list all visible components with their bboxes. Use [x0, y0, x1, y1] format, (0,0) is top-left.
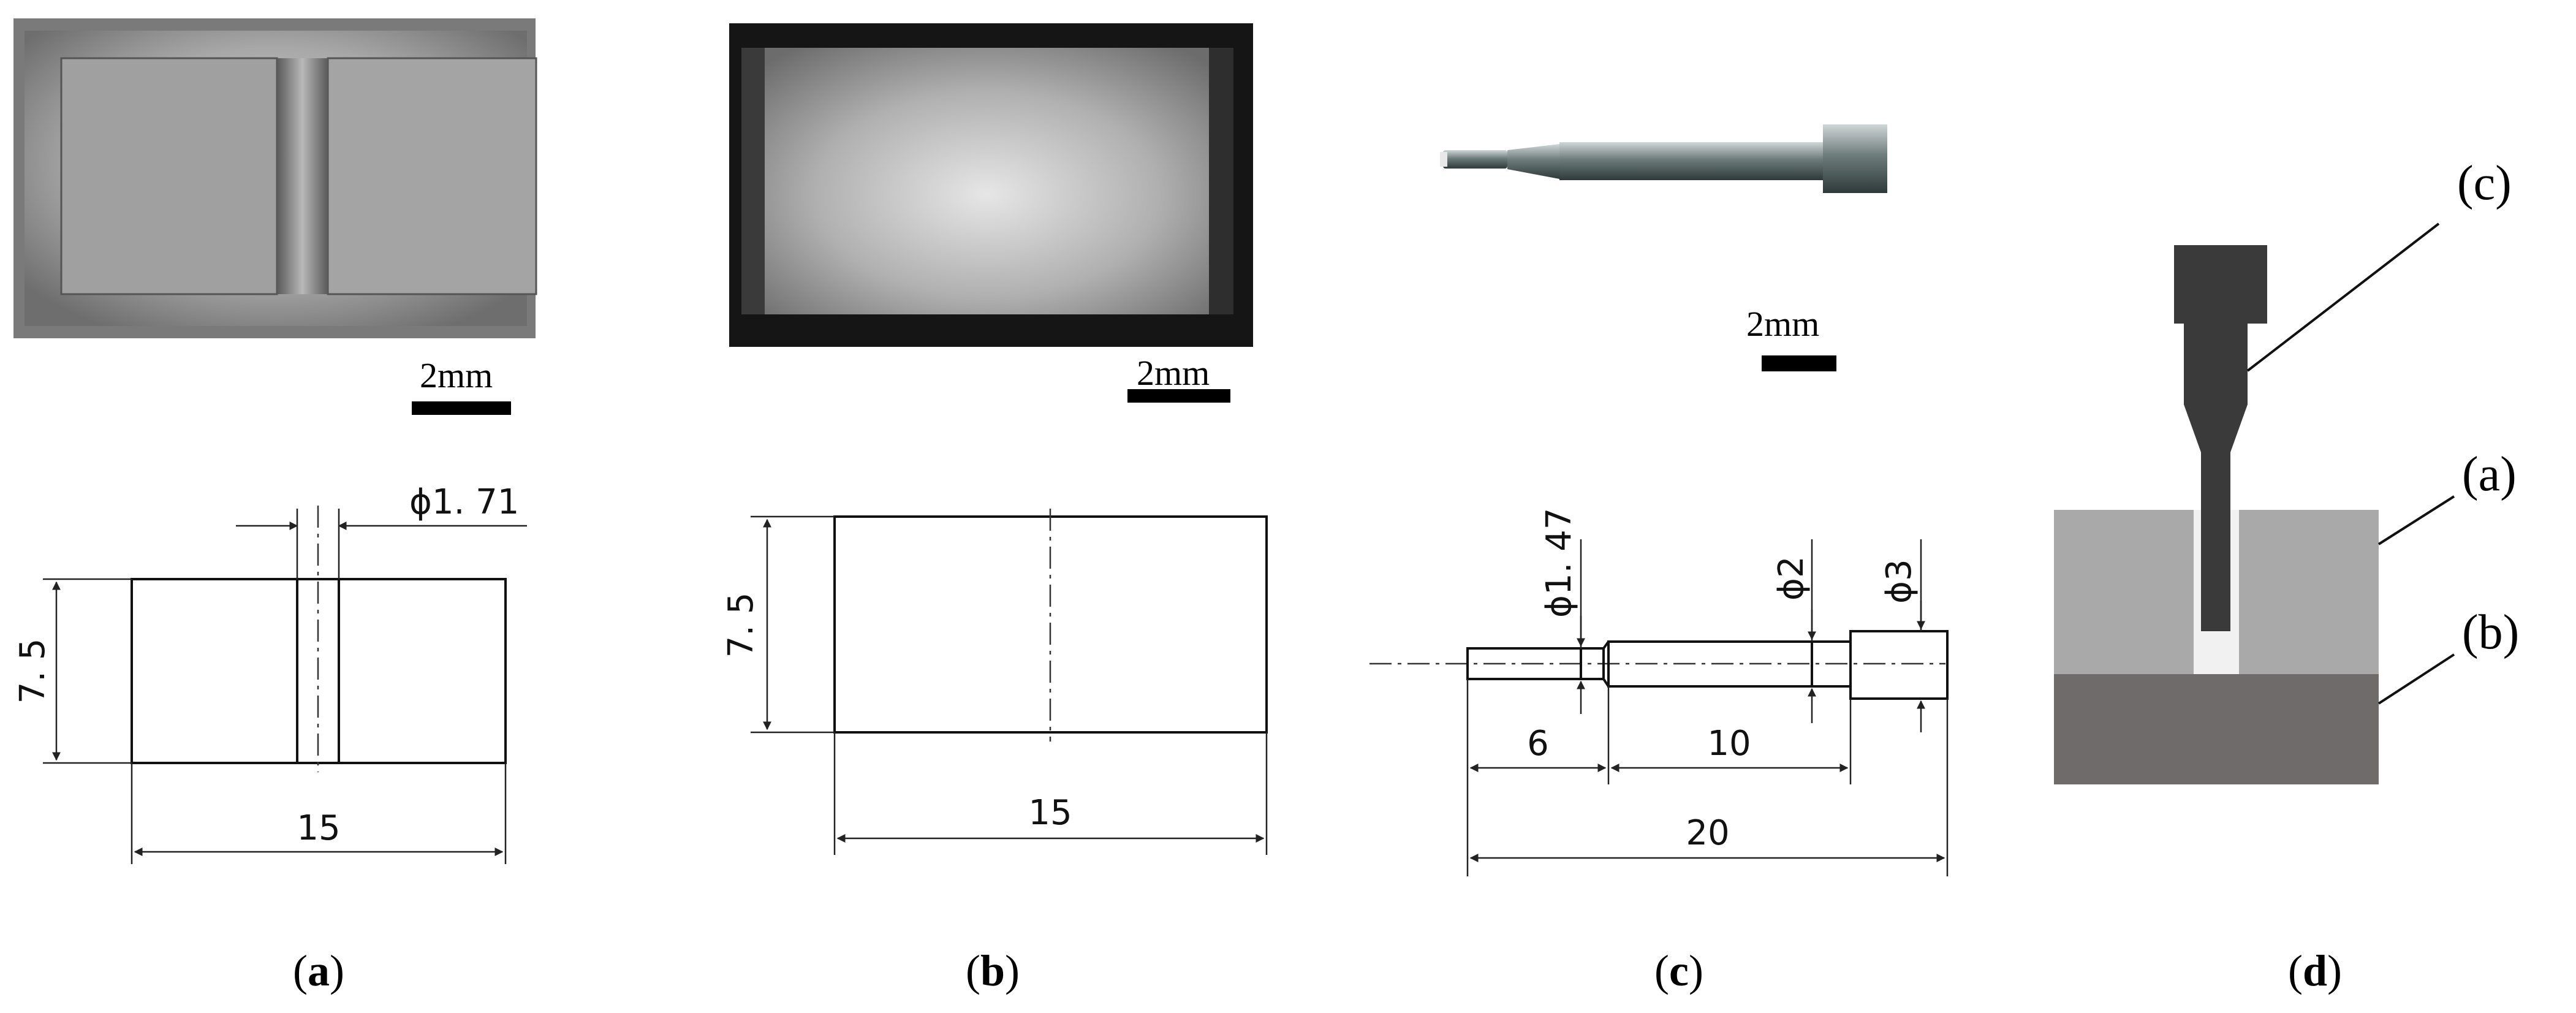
label-punch: (c)	[2457, 156, 2512, 210]
dim-shaft-dia: ϕ2	[1771, 556, 1811, 601]
label-die: (a)	[2462, 447, 2517, 501]
drawing-a: ϕ1. 71 7. 5 15	[13, 482, 527, 864]
caption-d: (d)	[2288, 946, 2342, 995]
panel-d: (c) (a) (b) (d)	[2054, 156, 2519, 995]
scale-label-a: 2mm	[420, 355, 493, 395]
dim-total-len: 20	[1686, 813, 1729, 853]
label-base: (b)	[2462, 605, 2519, 659]
dim-tip-len: 6	[1527, 724, 1549, 764]
base-block	[2054, 674, 2379, 784]
caption-b: (b)	[966, 946, 1020, 995]
scale-label-b: 2mm	[1137, 353, 1210, 393]
caption-c: (c)	[1654, 946, 1703, 995]
dim-tip-dia: ϕ1. 47	[1539, 508, 1579, 618]
dim-height-b: 7. 5	[721, 593, 761, 658]
drawing-c: ϕ1. 47 ϕ2 ϕ3 6 10 20	[1369, 508, 1949, 876]
panel-c: 2mm ϕ1. 47 ϕ2 ϕ3	[1369, 124, 1949, 995]
panel-b: 2mm 7. 5 15 (b)	[721, 23, 1268, 995]
scale-bar-a	[412, 401, 511, 415]
panel-a: 2mm ϕ1. 71 7. 5 15 (a)	[13, 18, 537, 995]
photo-a	[13, 18, 537, 338]
dim-height-a: 7. 5	[13, 639, 53, 704]
punch	[2174, 245, 2267, 631]
dim-shaft-len: 10	[1707, 724, 1751, 764]
scale-label-c: 2mm	[1746, 304, 1819, 344]
photo-c	[1440, 124, 1887, 193]
dim-head-dia: ϕ3	[1879, 559, 1919, 604]
dim-bore-a: ϕ1. 71	[409, 482, 519, 522]
caption-a: (a)	[293, 946, 344, 995]
dim-width-a: 15	[297, 808, 340, 848]
dim-width-b: 15	[1028, 793, 1072, 833]
photo-b	[729, 23, 1253, 347]
drawing-b: 7. 5 15	[721, 509, 1268, 855]
scale-bar-b	[1127, 389, 1230, 403]
scale-bar-c	[1762, 355, 1836, 371]
